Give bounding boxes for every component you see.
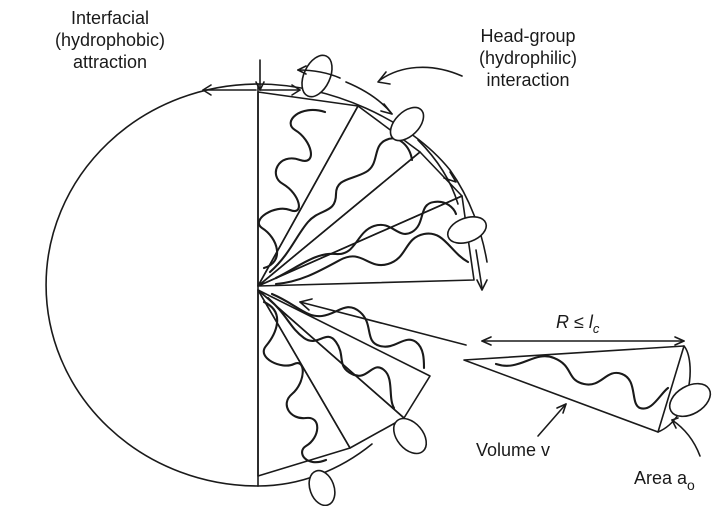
volume-pointer <box>538 404 566 436</box>
area-label-sub: o <box>687 477 695 493</box>
volume-label: Volume v <box>476 440 550 460</box>
upper-sector-1 <box>258 92 358 286</box>
interfacial-label-line1: Interfacial <box>71 8 149 28</box>
radius-label-sub: c <box>593 321 600 336</box>
headgroup-label-line3: interaction <box>486 70 569 90</box>
radius-label: R ≤ lc <box>556 312 600 336</box>
head-group-2 <box>384 101 429 146</box>
head-group-1 <box>296 51 338 102</box>
detached-wedge <box>464 346 716 432</box>
lower-sector-3 <box>258 290 430 418</box>
radius-label-main: R ≤ l <box>556 312 594 332</box>
interfacial-arrow <box>203 60 300 95</box>
lower-sector-1 <box>258 290 350 476</box>
head-group-4 <box>387 412 433 459</box>
interfacial-label-line2: (hydrophobic) <box>55 30 165 50</box>
headgroup-label-line1: Head-group <box>480 26 575 46</box>
area-label-main: Area a <box>634 468 688 488</box>
radius-dimension <box>482 337 684 345</box>
upper-sector-3 <box>258 152 462 286</box>
area-pointer <box>672 418 700 456</box>
interfacial-label-line3: attraction <box>73 52 147 72</box>
head-group-5 <box>305 467 340 506</box>
area-label: Area ao <box>634 468 695 493</box>
headgroup-label-line2: (hydrophilic) <box>479 48 577 68</box>
micelle-left-hemisphere <box>46 84 258 486</box>
